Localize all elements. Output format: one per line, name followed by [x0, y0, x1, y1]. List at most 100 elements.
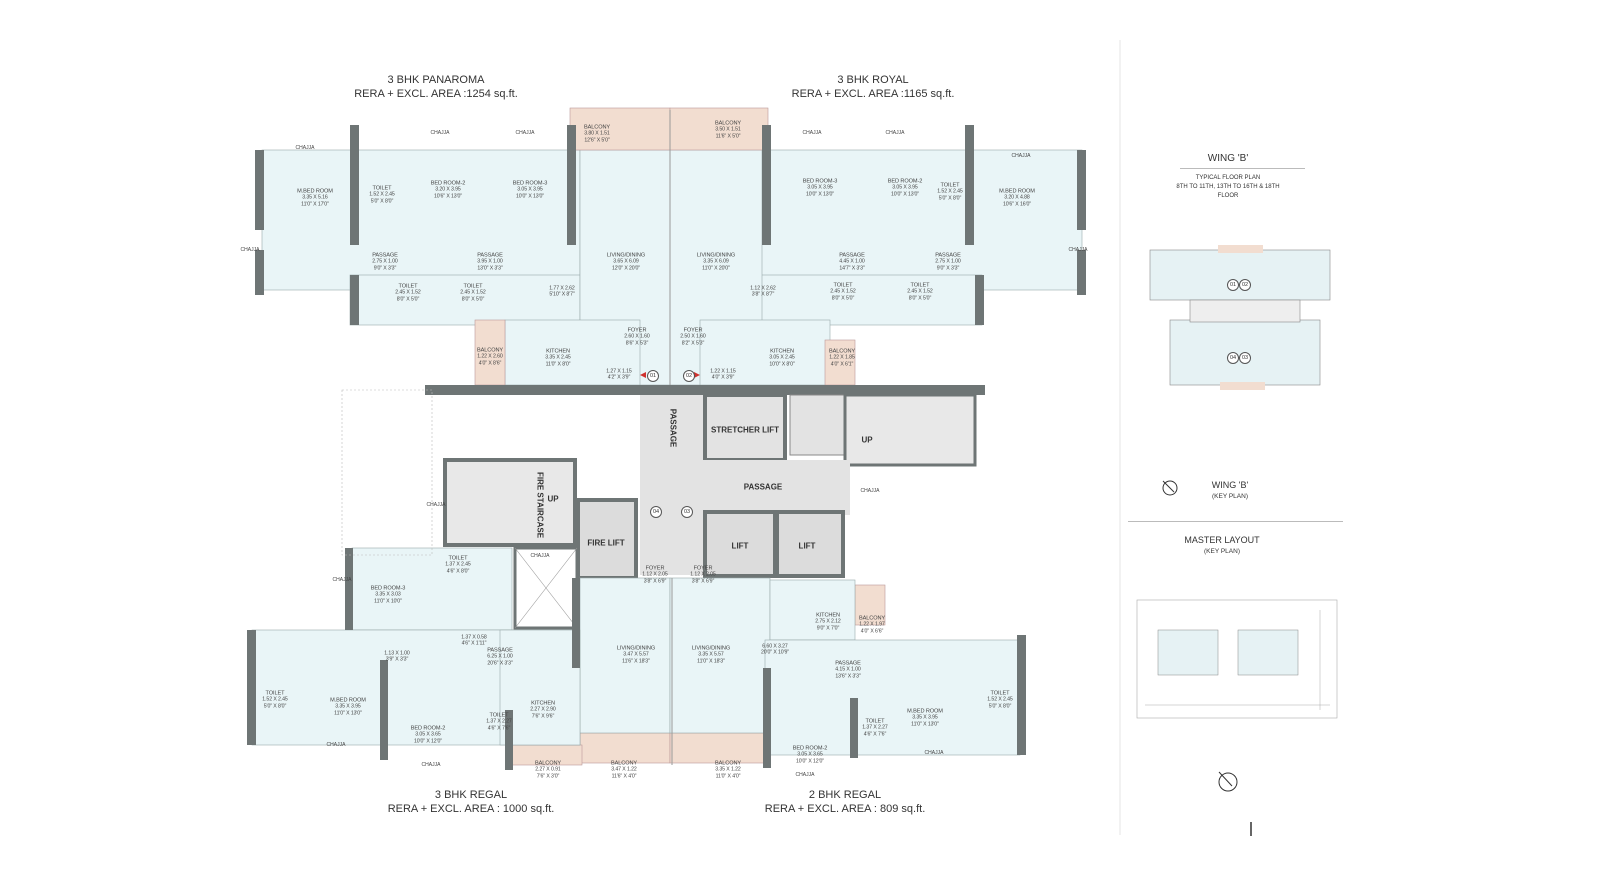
lift-2: LIFT: [798, 541, 816, 551]
room-imperial: 4'0" X 3'9": [711, 375, 735, 381]
room-name: M.BED ROOM: [907, 708, 943, 715]
room-name: LIVING/DINING: [606, 252, 646, 259]
unit-marker: 04: [650, 506, 662, 518]
room-name: FOYER: [683, 327, 703, 334]
chajja-label: CHAJJA: [430, 130, 450, 136]
divider: [1180, 168, 1305, 169]
room-name: TOILET: [265, 690, 285, 697]
room-metric: 3.80 X 1.51: [584, 130, 610, 137]
key-plan-marker: 03: [1239, 352, 1251, 364]
room-metric: 3.20 X 4.88: [1004, 194, 1030, 201]
room-imperial: 9'0" X 3'3": [936, 265, 960, 272]
room-imperial: 5'0" X 8'0": [988, 703, 1012, 710]
master-layout-thumbnail: [1136, 599, 1338, 719]
unit-area: RERA + EXCL. AREA : 1000 sq.ft.: [387, 803, 555, 815]
wing-title: WING 'B': [1207, 153, 1249, 164]
room-name: TOILET: [489, 712, 509, 719]
room-metric: 1.27 X 1.15: [606, 368, 632, 375]
room-imperial: 11'0" X 18'3": [697, 658, 725, 665]
room-name: LIVING/DINING: [696, 252, 736, 259]
room-name: TOILET: [398, 283, 418, 290]
unit-name: 2 BHK REGAL: [808, 789, 882, 801]
chajja-label: CHAJJA: [1068, 247, 1088, 253]
room-name: FOYER: [645, 565, 665, 572]
room-metric: 3.05 X 2.45: [769, 354, 795, 361]
unit-marker: 03: [681, 506, 693, 518]
chajja-label: CHAJJA: [924, 750, 944, 756]
stretcher-lift: STRETCHER LIFT: [711, 425, 779, 435]
room-metric: 2.75 X 2.12: [815, 618, 841, 625]
room-imperial: 12'0" X 20'0": [611, 265, 641, 272]
room-imperial: 11'0" X 20'0": [702, 265, 730, 272]
room-metric: 3.35 X 5.57: [698, 651, 724, 658]
key-plan-marker: 04: [1227, 352, 1239, 364]
room-imperial: 4'0" X 6'6": [860, 628, 884, 635]
room-metric: 1.22 X 2.60: [477, 353, 503, 360]
room-name: TOILET: [372, 185, 392, 192]
room-imperial: 14'7" X 3'3": [839, 265, 865, 272]
room-name: BALCONY: [476, 347, 504, 354]
plan-type-text: TYPICAL FLOOR PLAN: [1195, 175, 1261, 181]
room-metric: 2.45 X 1.52: [830, 288, 856, 295]
room-imperial: 9'0" X 3'3": [373, 265, 397, 272]
key-plan-marker: 01: [1227, 279, 1239, 291]
room-name: TOILET: [990, 690, 1010, 697]
floors-line1: 8TH TO 11TH, 13TH TO 16TH & 18TH: [1176, 184, 1280, 190]
room-imperial: 11'6" X 4'0": [611, 773, 637, 780]
divider: [1128, 521, 1343, 522]
room-imperial: 5'0" X 8'0": [263, 703, 287, 710]
unit-area: RERA + EXCL. AREA :1254 sq.ft.: [354, 88, 518, 100]
master-layout-title: MASTER LAYOUT: [1184, 535, 1260, 545]
room-name: FOYER: [627, 327, 647, 334]
room-name: BALCONY: [534, 760, 562, 767]
room-imperial: 10'0" X 13'0": [515, 193, 545, 200]
chajja-label: CHAJJA: [885, 130, 905, 136]
room-name: BED ROOM-2: [792, 745, 828, 752]
room-metric: 3.50 X 1.51: [715, 126, 741, 133]
room-metric: 1.22 X 1.85: [829, 354, 855, 361]
room-metric: 2.75 X 1.00: [372, 258, 398, 265]
room-imperial: 11'0" X 13'0": [334, 710, 362, 717]
room-metric: 2.27 X 0.91: [535, 766, 561, 773]
fire-stair-up-label: UP: [547, 494, 559, 504]
key-plan-thumbnail: [1149, 245, 1331, 390]
room-imperial: 10'0" X 12'0": [413, 738, 443, 745]
room-metric: 1.77 X 2.62: [549, 285, 575, 292]
chajja-label: CHAJJA: [795, 772, 815, 778]
key-plan-sub: (KEY PLAN): [1211, 493, 1249, 500]
room-name: PASSAGE: [935, 252, 961, 259]
fire-staircase: FIRE STAIRCASE: [535, 471, 545, 539]
room-metric: 3.35 X 3.95: [335, 703, 361, 710]
unit-marker: 02: [683, 370, 695, 382]
room-imperial: 8'2" X 5'3": [681, 340, 705, 347]
room-name: PASSAGE: [477, 252, 503, 259]
room-imperial: 7'6" X 9'6": [531, 713, 555, 720]
room-name: TOILET: [910, 282, 930, 289]
room-metric: 3.35 X 2.45: [545, 354, 571, 361]
room-imperial: 5'0" X 8'0": [938, 195, 962, 202]
room-name: BED ROOM-2: [410, 725, 446, 732]
room-imperial: 11'6" X 5'0": [715, 133, 741, 140]
core-area: [425, 385, 985, 630]
room-metric: 1.52 X 2.45: [262, 696, 288, 703]
room-metric: 2.75 X 1.00: [935, 258, 961, 265]
room-metric: 1.37 X 0.58: [461, 634, 487, 641]
